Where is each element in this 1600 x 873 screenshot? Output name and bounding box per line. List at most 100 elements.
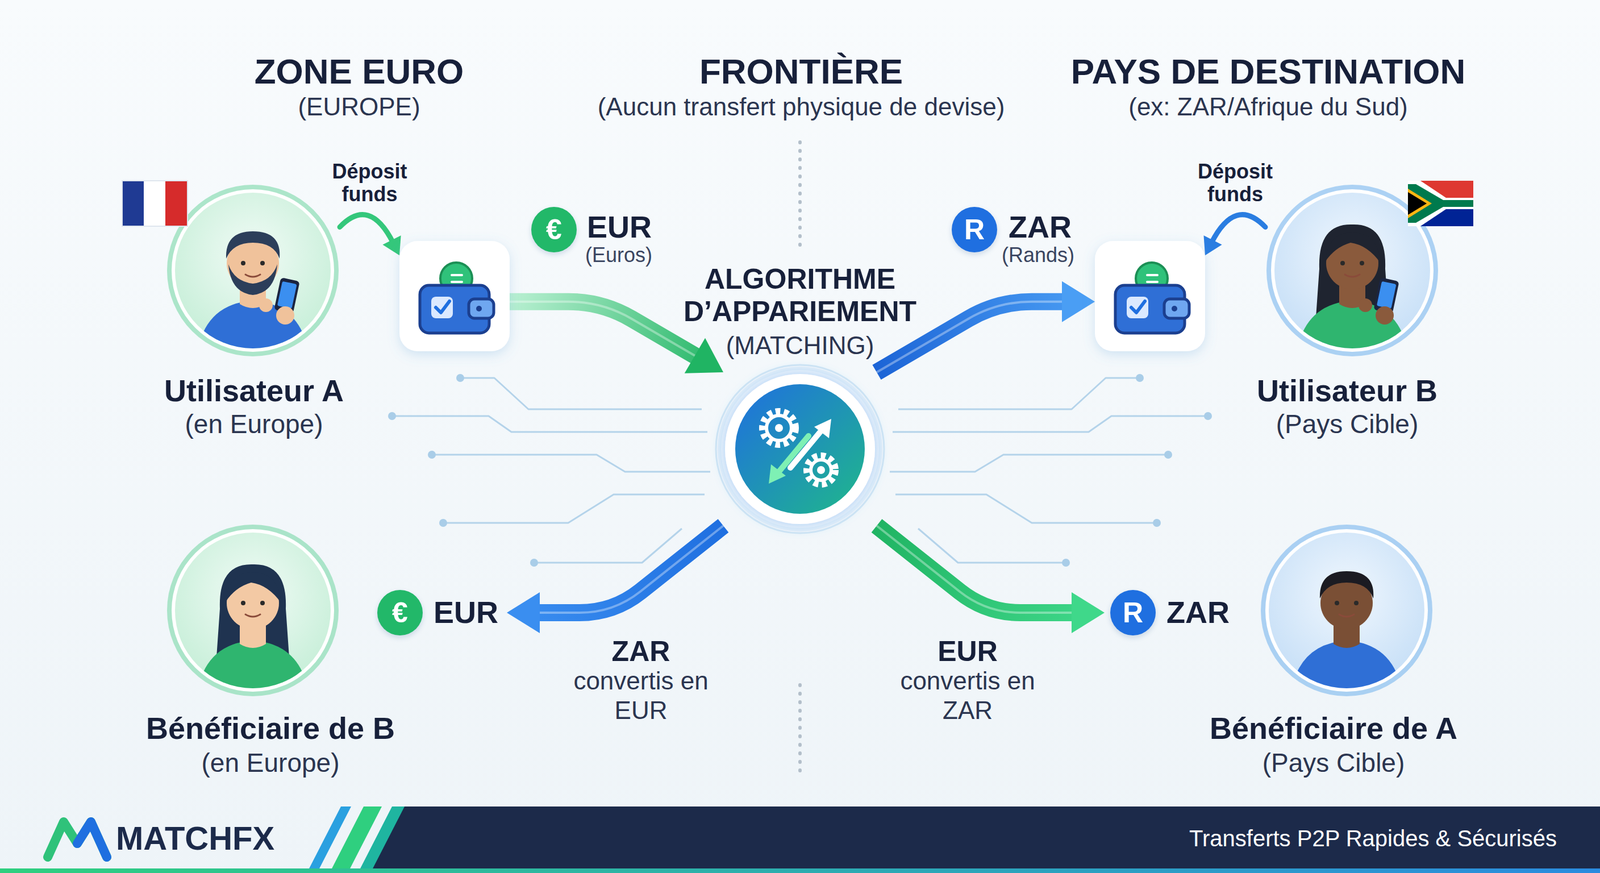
decor-polygon bbox=[768, 464, 786, 484]
decor-circle bbox=[276, 306, 295, 325]
matching-hub: ALGORITHME D’APPARIEMENT(MATCHING) bbox=[723, 372, 877, 526]
decor-polygon bbox=[814, 418, 832, 439]
node-subtext: (en Europe) bbox=[185, 409, 324, 440]
decor-rect bbox=[122, 180, 145, 227]
column-subheading: (EUROPE) bbox=[297, 92, 420, 122]
decor-circle bbox=[240, 260, 246, 266]
decor-circle bbox=[1061, 558, 1070, 567]
arrow-highlight bbox=[537, 525, 724, 613]
decor-path bbox=[225, 572, 282, 603]
node-subtext: (Rands) bbox=[1001, 243, 1075, 267]
flow-arrow bbox=[876, 525, 1105, 633]
decor-circle bbox=[1375, 306, 1394, 325]
decor-path bbox=[898, 377, 1140, 410]
deposit-arrow bbox=[1203, 214, 1266, 256]
decor-circle bbox=[240, 600, 246, 606]
person-illustration bbox=[1259, 523, 1434, 698]
decor-circle bbox=[456, 373, 465, 382]
arrow-head bbox=[684, 338, 724, 374]
decor-rect bbox=[399, 240, 510, 352]
decor-path bbox=[339, 214, 394, 244]
decor-circle bbox=[1358, 298, 1373, 312]
decor-polygon bbox=[1407, 184, 1474, 223]
person-illustration bbox=[165, 183, 340, 358]
decor-polygon bbox=[357, 806, 405, 873]
wallet-box: €EUR(Euros) bbox=[399, 240, 510, 352]
user-circle: Utilisateur B(Pays Cible) bbox=[1265, 183, 1440, 358]
arrow-head bbox=[1061, 281, 1095, 323]
column-subheading: (Aucun transfert physique de devise) bbox=[597, 92, 1006, 122]
edge-label: ZAR convertis en EUR bbox=[569, 636, 712, 725]
decor-path bbox=[392, 415, 708, 432]
decor-g bbox=[195, 231, 311, 366]
decor-path bbox=[895, 494, 1157, 523]
decor-circle bbox=[763, 411, 795, 444]
decor-path bbox=[1211, 214, 1266, 244]
decor-rect bbox=[0, 868, 1600, 873]
decor-circle bbox=[1334, 600, 1340, 606]
node-subtext: (Pays Cible) bbox=[1262, 747, 1406, 778]
footer-bar bbox=[0, 806, 1600, 873]
decor-circle bbox=[1359, 260, 1365, 266]
circuit-lines bbox=[392, 377, 1208, 563]
node-heading: ZAR bbox=[1008, 209, 1072, 245]
decor-rect bbox=[1164, 298, 1190, 319]
node-heading: Bénéficiaire de A bbox=[1209, 710, 1458, 746]
decor-rect bbox=[165, 180, 188, 227]
decor-circle bbox=[1135, 373, 1144, 382]
decor-circle bbox=[807, 456, 835, 484]
decor-rect bbox=[1407, 203, 1474, 227]
decor-path bbox=[1147, 275, 1158, 282]
decor-circle bbox=[817, 465, 825, 474]
person-illustration bbox=[165, 523, 340, 698]
decor-g bbox=[1289, 571, 1404, 706]
decor-path bbox=[1131, 301, 1145, 313]
decor-circle bbox=[1353, 600, 1359, 606]
decor-circle bbox=[388, 411, 397, 420]
decor-circle bbox=[476, 305, 482, 312]
decor-circle bbox=[260, 260, 265, 266]
deposit-arrow bbox=[339, 214, 402, 256]
decor-path bbox=[892, 415, 1208, 432]
decor-path bbox=[245, 614, 261, 617]
decor-path bbox=[1344, 274, 1360, 277]
decor-path bbox=[226, 231, 280, 259]
decor-path bbox=[918, 528, 1066, 563]
decor-rect bbox=[1126, 296, 1149, 319]
decor-circle bbox=[810, 459, 832, 481]
decor-g bbox=[1294, 224, 1410, 366]
decor-path bbox=[431, 454, 711, 472]
decor-circle bbox=[715, 364, 885, 533]
decor-circle bbox=[775, 423, 783, 432]
arrow-band bbox=[537, 525, 724, 613]
decor-rect bbox=[419, 285, 490, 333]
currency-badge: R bbox=[951, 206, 998, 253]
node-subtext: (MATCHING) bbox=[726, 331, 875, 361]
currency-badge: € bbox=[377, 589, 423, 636]
node-subtext: (Euros) bbox=[585, 243, 653, 267]
decor-path bbox=[889, 454, 1169, 472]
decor-polygon bbox=[306, 806, 352, 873]
decor-path bbox=[47, 821, 107, 857]
decor-polygon bbox=[1407, 180, 1474, 227]
node-subtext: (Pays Cible) bbox=[1276, 409, 1419, 440]
wallet-icon bbox=[1094, 240, 1206, 352]
edge-label: Déposit funds bbox=[321, 160, 419, 206]
decor-path bbox=[798, 684, 802, 776]
decor-circle bbox=[735, 384, 865, 514]
footer-text: Transferts P2P Rapides & Sécurisés bbox=[1189, 825, 1557, 852]
decor-polygon bbox=[1407, 188, 1432, 219]
decor-rect bbox=[277, 281, 298, 309]
decor-path bbox=[1319, 571, 1374, 599]
decor-path bbox=[451, 275, 462, 282]
decor-path bbox=[228, 264, 278, 295]
node-heading: ZAR bbox=[1166, 594, 1230, 630]
decor-path bbox=[195, 640, 311, 706]
decor-rect bbox=[431, 296, 453, 319]
decor-g bbox=[195, 564, 311, 706]
arrow-highlight bbox=[876, 525, 1074, 613]
node-heading: Bénéficiaire de B bbox=[146, 710, 395, 746]
node-heading: Utilisateur B bbox=[1256, 372, 1438, 408]
